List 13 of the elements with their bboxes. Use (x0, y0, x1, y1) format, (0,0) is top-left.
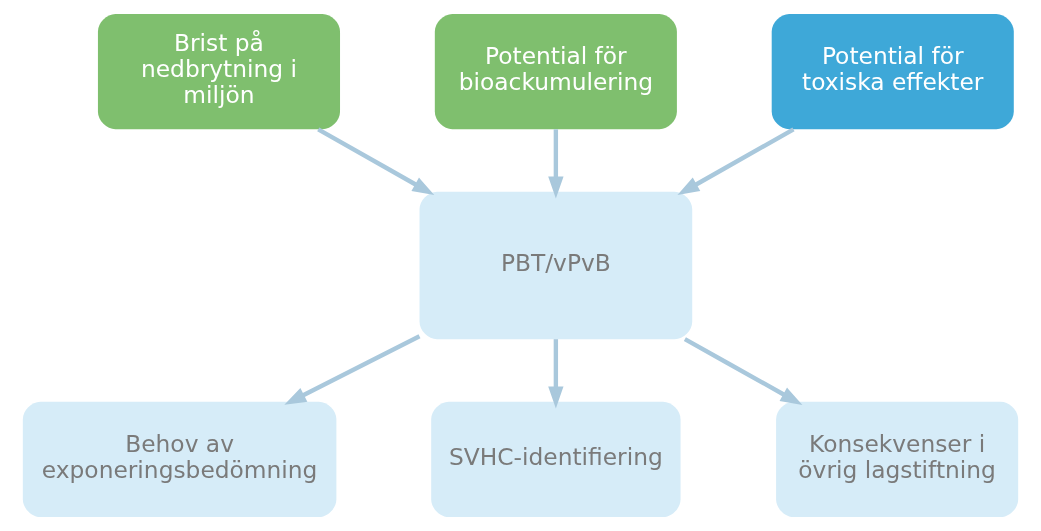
node-box: Brist på nedbrytning i miljön (97, 13, 341, 130)
node-box: Konsekvenser i övrig lagstiftning (776, 401, 1019, 518)
node-box: Potential för bioackumulering (434, 13, 677, 130)
arrow (548, 129, 564, 199)
node-box: PBT/vPvB (419, 191, 693, 340)
arrow (677, 127, 795, 196)
arrow (548, 339, 564, 409)
arrow (683, 337, 803, 405)
node-box: Potential för toxiska effekter (771, 13, 1014, 130)
arrow (284, 334, 421, 405)
node-box: Behov av exponeringsbedömning (22, 401, 337, 518)
node-box: SVHC-identifiering (431, 401, 681, 518)
arrow (317, 127, 435, 196)
